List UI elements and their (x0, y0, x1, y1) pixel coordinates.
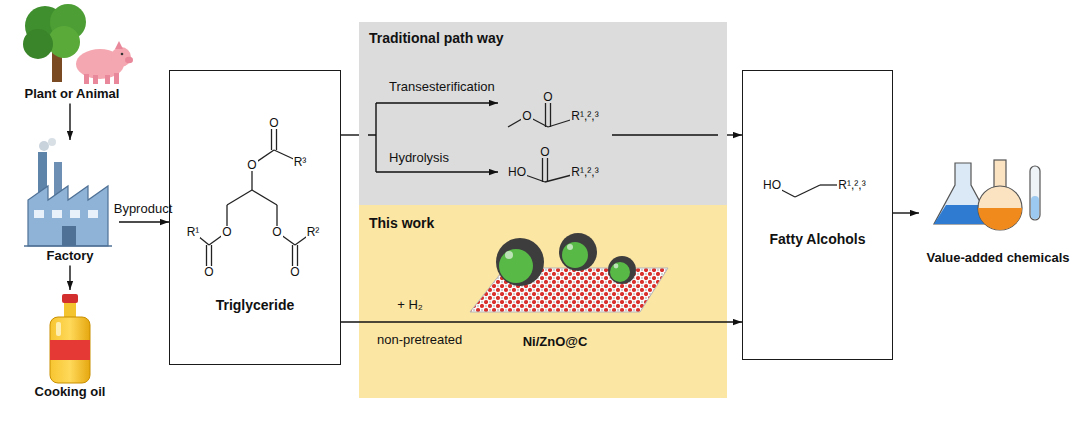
reaction-label: Transesterification (388, 80, 496, 93)
flow-arrow (727, 134, 742, 135)
molecule-bonds (252, 190, 277, 205)
atom-label: HO (507, 166, 527, 178)
node-title: Cooking oil (16, 384, 124, 400)
factory-icon (24, 245, 112, 247)
panel-heading: This work (369, 215, 727, 232)
flask-icon (978, 186, 1022, 230)
product-icon: Value-added chemicals (919, 150, 1077, 268)
tree-pig-icon (50, 4, 86, 40)
tree-pig-icon (114, 73, 119, 84)
atom-label: O (221, 226, 232, 238)
factory-icon (54, 162, 62, 197)
factory-icon (34, 210, 44, 218)
node-title: Factory (21, 248, 119, 264)
atom-label: O (246, 159, 257, 171)
reaction-label: Hydrolysis (388, 151, 450, 164)
edge-label: + H₂ (395, 298, 425, 312)
factory-icon (24, 138, 112, 246)
panel-heading: Traditional path way (369, 30, 727, 47)
pathway-panel: Traditional path way (359, 22, 727, 205)
node-title: Plant or Animal (3, 86, 141, 102)
tree-pig-icon (125, 57, 133, 63)
oil-bottle-icon (50, 294, 90, 383)
factory-icon (39, 141, 49, 151)
oil-bottle-icon (50, 317, 90, 383)
factory-icon (48, 138, 56, 146)
tree-pig-icon (115, 41, 123, 49)
flask-icon (994, 160, 1006, 190)
atom-label: O (542, 91, 553, 103)
flow-arrow (69, 104, 70, 140)
factory-icon (28, 186, 108, 246)
tree-pig-icon (76, 49, 124, 79)
flow-arrow (341, 134, 359, 135)
atom-label: O (203, 266, 214, 278)
flow-arrow (69, 266, 70, 290)
oil-bottle-icon (64, 303, 76, 317)
flask-icon (1031, 196, 1039, 219)
tree-pig-icon (93, 75, 98, 84)
condition-label: non-pretreated (376, 333, 463, 346)
tree-pig-icon (48, 26, 80, 58)
factory-icon: Factory (21, 140, 119, 266)
flask-icon (1030, 166, 1040, 220)
atom-label: HO (762, 179, 782, 191)
flask-icon (934, 205, 992, 224)
factory-icon (88, 210, 98, 218)
molecule-bonds (795, 185, 820, 197)
flask-icon (934, 163, 992, 224)
flask-icon (978, 208, 1022, 230)
atom-label: O (521, 110, 532, 122)
factory-icon (52, 210, 62, 218)
factory-icon (38, 152, 47, 197)
node-title: Fatty Alcohols (743, 231, 892, 248)
atom-label: O (539, 146, 550, 158)
oil-bottle-icon (50, 340, 90, 360)
atom-label: O (289, 266, 300, 278)
node-title: Triglyceride (170, 297, 340, 314)
atom-label: O (268, 117, 279, 129)
tree-pig-icon (84, 74, 89, 84)
group-label: R¹,²,³ (837, 179, 866, 191)
source-icon: Plant or Animal (3, 2, 141, 104)
tree-pig-icon (23, 29, 53, 59)
group-label: R² (306, 226, 321, 238)
flow-arrow (119, 221, 169, 222)
molecule-bonds (227, 190, 252, 205)
tree-pig-icon (23, 4, 133, 84)
node-title: Value-added chemicals (919, 250, 1077, 266)
group-label: R¹,²,³ (570, 166, 599, 178)
group-label: R¹,²,³ (570, 110, 599, 122)
oil-bottle-icon (56, 322, 61, 336)
tree-pig-icon (121, 53, 124, 56)
group-label: R³ (293, 156, 308, 168)
group-label: R¹ (186, 226, 201, 238)
flask-icon (934, 160, 1040, 230)
flow-arrow (893, 212, 919, 213)
edge-label: Byproduct (112, 202, 175, 216)
factory-icon (62, 226, 76, 246)
factory-icon (70, 210, 80, 218)
oil-bottle-icon (62, 294, 78, 303)
tree-pig-icon (52, 40, 62, 82)
molecule-box: Fatty Alcohols (742, 70, 893, 360)
catalyst-label: Ni/ZnO@C (522, 335, 589, 348)
product-icon: Cooking oil (16, 290, 124, 402)
tree-pig-icon (25, 6, 65, 46)
tree-pig-icon (105, 75, 110, 84)
molecule-box: Triglyceride (169, 70, 341, 365)
tree-pig-icon (111, 47, 131, 67)
atom-label: O (271, 226, 282, 238)
